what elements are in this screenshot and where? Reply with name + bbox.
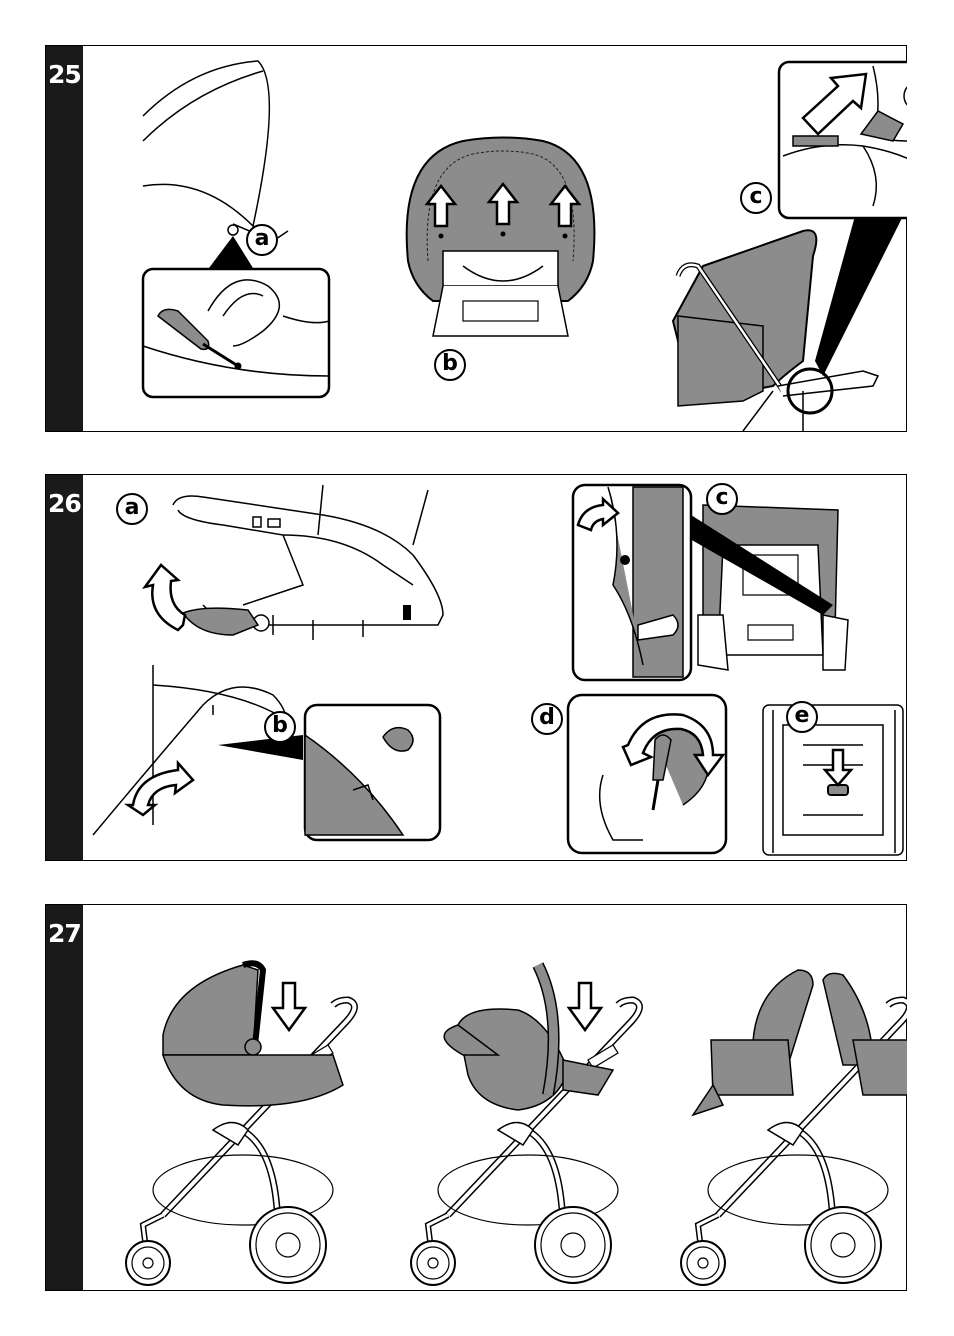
canopy-hood-drawing <box>143 61 288 251</box>
rotate-arrow-icon <box>128 763 193 815</box>
stroller-with-car-seat <box>411 965 639 1285</box>
inset-a <box>143 269 329 397</box>
step-strip: 27 <box>46 905 83 1290</box>
label-e: e <box>786 701 818 733</box>
label-a: a <box>246 224 278 256</box>
seat-back-drawing <box>407 138 595 337</box>
label-b: b <box>264 711 296 743</box>
rotate-arrow-icon <box>145 565 185 630</box>
label-a: a <box>116 493 148 525</box>
step-27-panel: 27 <box>45 904 907 1291</box>
step-strip: 26 <box>46 475 83 860</box>
arrow-down-icon <box>273 983 305 1030</box>
step-26-panel: 26 <box>45 474 907 861</box>
seat-rear-drawing <box>698 505 848 670</box>
step-27-illustration <box>83 905 907 1290</box>
label-c: c <box>740 182 772 214</box>
step-number: 25 <box>48 60 81 89</box>
arrow-down-icon <box>569 983 601 1030</box>
label-d: d <box>531 703 563 735</box>
label-c: c <box>706 483 738 515</box>
seat-half-left <box>693 970 813 1115</box>
stroller-with-carrycot <box>126 963 354 1285</box>
step-strip: 25 <box>46 46 83 431</box>
step-number: 26 <box>48 489 81 518</box>
step-number: 27 <box>48 919 81 948</box>
step-26-illustration <box>83 475 907 860</box>
step-25-illustration <box>83 46 907 431</box>
step-25-panel: 25 <box>45 45 907 432</box>
zoom-callout-icon <box>815 216 903 376</box>
label-b: b <box>434 349 466 381</box>
